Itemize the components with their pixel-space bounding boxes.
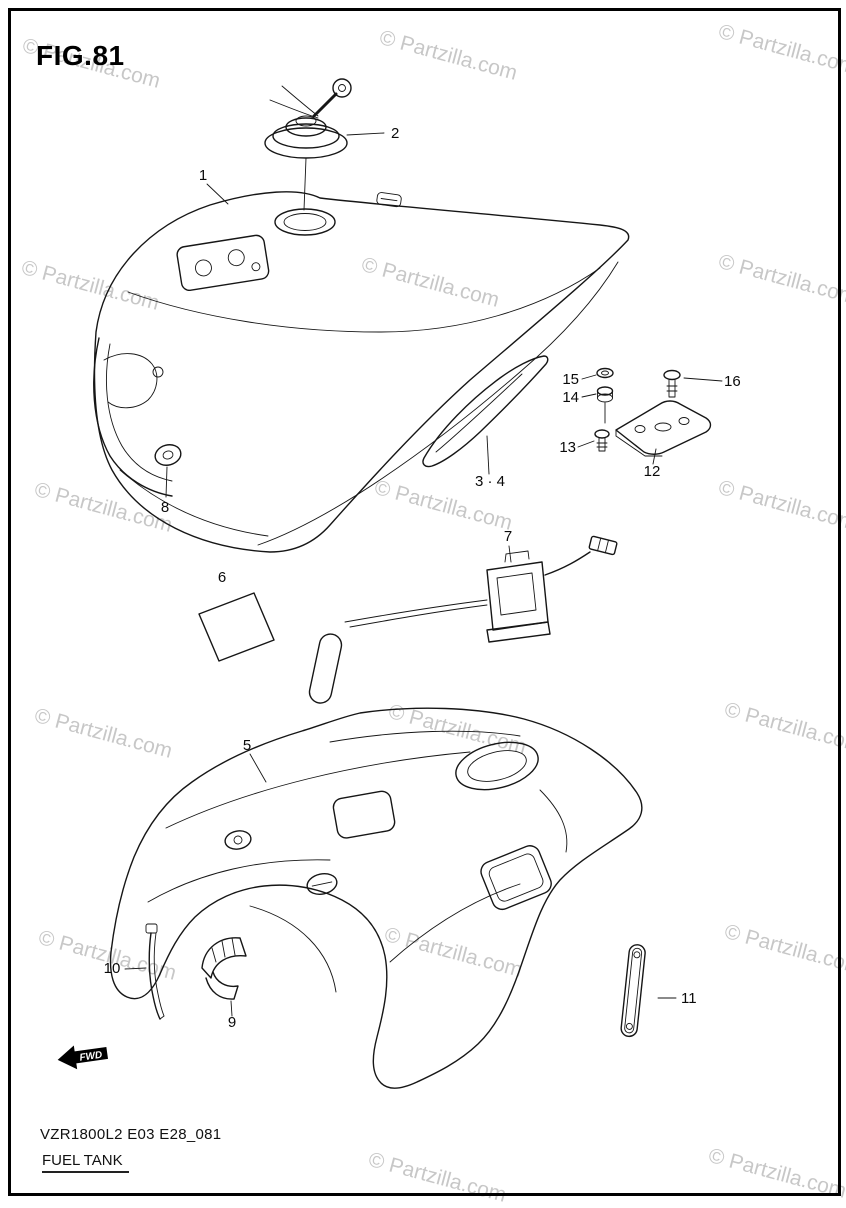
pump-drawing [308,535,618,704]
callout-16: 16 [724,373,741,390]
callout-6: 6 [218,569,226,586]
callout-12: 12 [644,463,661,480]
callout-1: 1 [199,167,207,184]
grommet-drawing [154,444,182,466]
callout-2: 2 [391,125,399,142]
fuel-tank-drawing [93,191,630,553]
diagram-title: FUEL TANK [42,1152,129,1173]
cable-tie-drawing [145,923,165,1020]
clamp-drawing [201,937,247,1000]
callout-7: 7 [504,528,512,545]
bracket-drawing [594,367,712,457]
vent-fitting-drawing [376,192,402,208]
cushion-sheet-drawing [198,592,275,662]
filler-cap-drawing [264,78,352,211]
callout-10: 10 [104,960,121,977]
leader-lines [124,132,723,1017]
model-code: VZR1800L2 E03 E28_081 [40,1126,222,1143]
figure-number: FIG.81 [36,40,125,71]
callout-11: 11 [681,990,697,1007]
callout-5: 5 [243,737,251,754]
fwd-arrow: FWD [57,1045,109,1070]
tank-cover-drawing [109,707,643,1089]
callout-15: 15 [562,371,579,388]
callout-13: 13 [559,439,576,456]
fwd-label: FWD [79,1050,103,1064]
emblem-drawing [422,355,549,468]
callout-14: 14 [562,389,579,406]
callout-9: 9 [228,1014,236,1031]
callout-3-4: 3 · 4 [475,473,505,490]
stay-strap-drawing [620,944,646,1038]
callout-8: 8 [161,499,169,516]
